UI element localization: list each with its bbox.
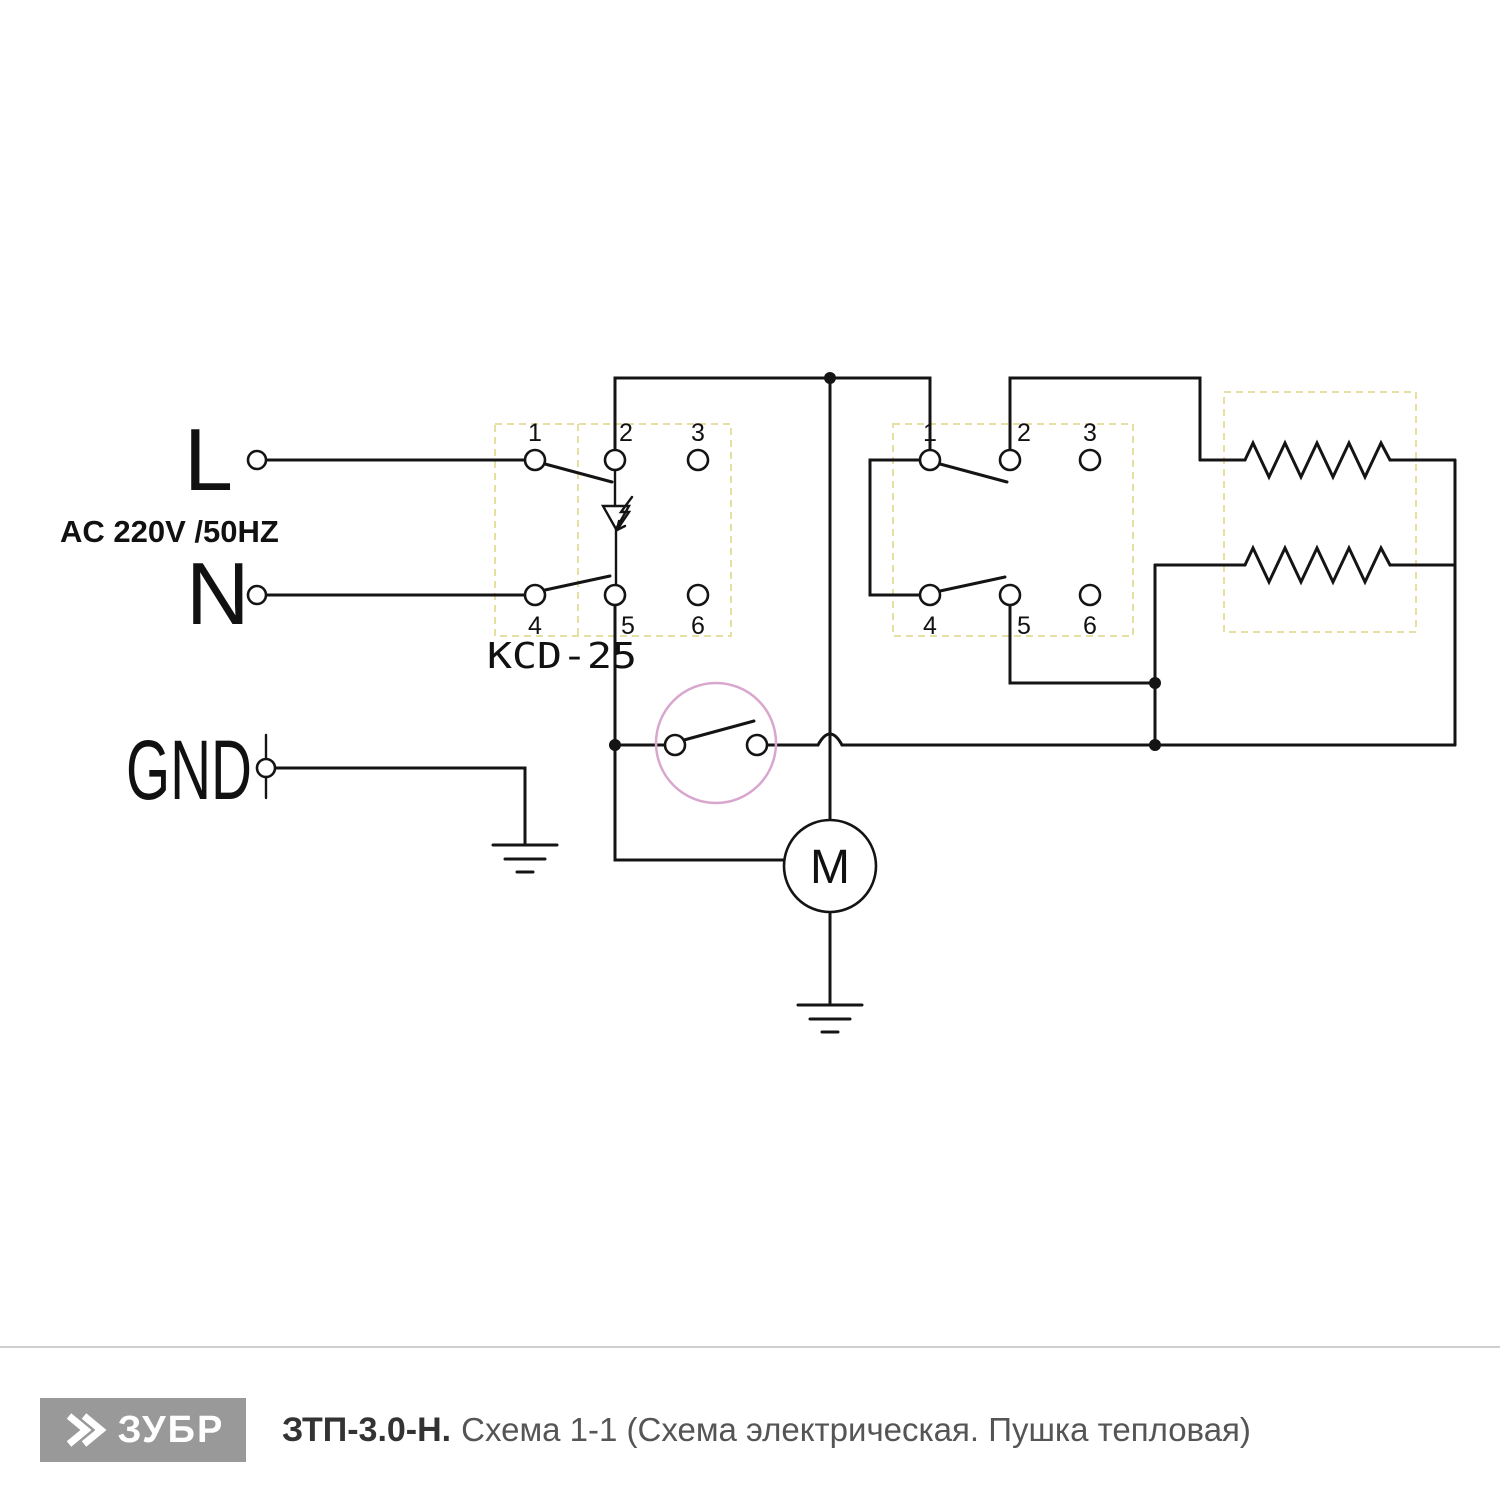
terminal-number: 5 (621, 612, 635, 640)
terminal (663, 733, 687, 757)
zubr-logo: ЗУБР (40, 1398, 246, 1462)
terminal-number: 4 (923, 612, 937, 640)
terminal (686, 583, 710, 607)
terminal-live (246, 449, 268, 471)
terminal (603, 583, 627, 607)
wire-live-top-run (613, 376, 932, 452)
terminal-number: 2 (1017, 419, 1031, 447)
heating-elements (1243, 439, 1392, 586)
junction-dot (1149, 677, 1161, 689)
terminal-ground (255, 757, 277, 779)
selector-switch-box (892, 423, 1134, 637)
switch-blade (543, 574, 612, 592)
terminal-number: 5 (1017, 612, 1031, 640)
terminal (918, 583, 942, 607)
terminal-neutral (246, 584, 268, 606)
main-switch-box (494, 423, 732, 637)
terminal-number: 6 (691, 612, 705, 640)
junction-dot (824, 372, 836, 384)
wire-motor-neutral (613, 743, 786, 862)
terminal (998, 448, 1022, 472)
footer-divider (0, 1346, 1500, 1348)
heater-box (1223, 391, 1417, 633)
terminal-number: 6 (1083, 612, 1097, 640)
terminal-number: 3 (1083, 419, 1097, 447)
motor-ground-icon (796, 1003, 864, 1034)
footer-caption: Схема 1-1 (Схема электрическая. Пушка те… (461, 1410, 1251, 1448)
resistor-2 (1243, 544, 1392, 586)
wire-ground-run (273, 766, 527, 845)
junction-dot (609, 739, 621, 751)
main-switch-label: KCD-25 (487, 636, 637, 677)
main-switch: 1 2 3 4 5 6 KCD-25 (487, 419, 710, 677)
terminal-number: 1 (923, 419, 937, 447)
lightning-icon (615, 495, 634, 532)
switch-blade (682, 719, 756, 742)
terminal (523, 583, 547, 607)
neutral-label: N (186, 544, 250, 643)
live-label: L (184, 410, 233, 509)
input-terminals (246, 449, 277, 800)
motor-circle (782, 818, 878, 914)
terminal-number: 2 (619, 419, 633, 447)
indicator-lamp-icon (600, 468, 634, 587)
earth-ground-icon (491, 843, 559, 874)
junction-dot (1149, 739, 1161, 751)
zubr-logo-icon (66, 1413, 107, 1447)
switch-blade (543, 462, 614, 484)
motor: M (782, 818, 878, 914)
footer-caption-row: ЗТП-3.0-Н.Схема 1-1 (Схема электрическая… (282, 1411, 1251, 1450)
terminal (998, 583, 1022, 607)
switch-blade (938, 462, 1009, 484)
ground-label: GND (126, 723, 252, 817)
terminal (1078, 583, 1102, 607)
thermal-cutout (654, 681, 778, 805)
wire-selector-to-heater-top (1008, 376, 1202, 462)
resistor-1 (1243, 439, 1392, 481)
footer: ЗУБР ЗТП-3.0-Н.Схема 1-1 (Схема электрич… (40, 1398, 1251, 1462)
footer-model: ЗТП-3.0-Н. (282, 1410, 452, 1449)
terminal (1078, 448, 1102, 472)
terminal-number: 4 (528, 612, 542, 640)
wire-selector-t5-branch (1008, 603, 1157, 685)
terminal-number: 3 (691, 419, 705, 447)
component-boxes (494, 391, 1417, 637)
terminal (603, 448, 627, 472)
thermal-cutout-highlight (654, 681, 778, 805)
motor-label: M (810, 841, 850, 894)
terminal-number: 1 (528, 419, 542, 447)
wires (264, 376, 1457, 1005)
switch-blade (938, 575, 1007, 593)
wire-crossover-hop (816, 732, 844, 747)
terminal (686, 448, 710, 472)
terminal (745, 733, 769, 757)
terminal (918, 448, 942, 472)
supply-label: AC 220V /50HZ (60, 514, 279, 549)
zubr-logo-text: ЗУБР (117, 1408, 225, 1451)
terminal (523, 448, 547, 472)
junction-dots (609, 372, 1161, 751)
selector-switch: 1 2 3 4 5 6 (918, 419, 1102, 640)
wire-selector-left-bracket (868, 458, 922, 597)
